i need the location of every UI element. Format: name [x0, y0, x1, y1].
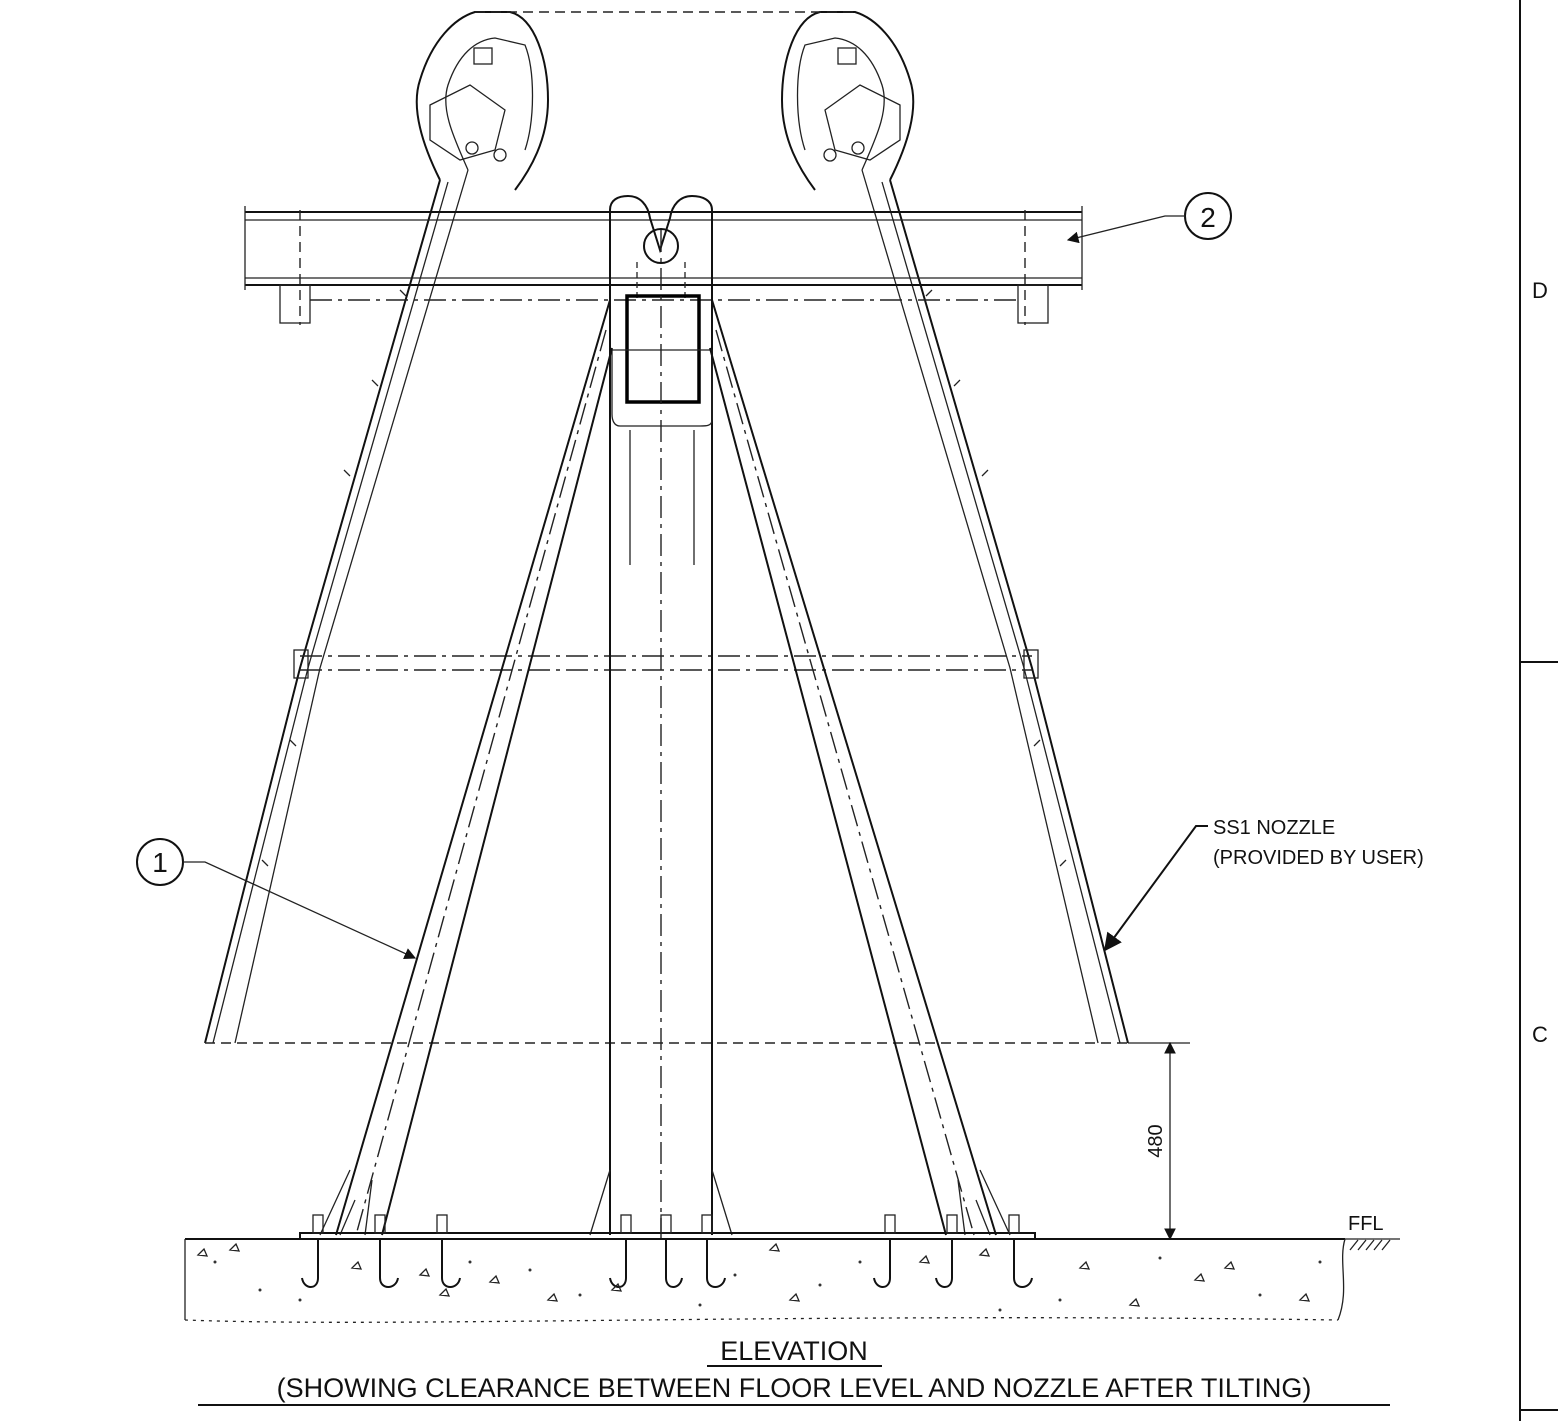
trunnion-beam	[244, 206, 1083, 325]
drawing-title: ELEVATION	[720, 1336, 868, 1366]
top-swivel-right	[780, 11, 915, 191]
nozzle-callout-leader	[1103, 825, 1208, 952]
item-balloon-1	[136, 838, 417, 959]
item-balloon-2-number: 2	[1200, 202, 1216, 233]
ffl-marker	[1345, 1238, 1400, 1251]
clearance-dimension	[1128, 1041, 1190, 1241]
ffl-label: FFL	[1348, 1213, 1384, 1235]
nozzle-callout-line1: SS1 NOZZLE	[1213, 817, 1335, 839]
sheet-border	[1519, 0, 1558, 1421]
nozzle-outline	[204, 169, 1129, 1044]
support-column	[589, 194, 733, 1240]
support-leg-left	[319, 299, 613, 1236]
anchor-bolts	[301, 1214, 1033, 1288]
zone-label-c: C	[1532, 1022, 1548, 1047]
support-leg-right	[709, 299, 1011, 1236]
item-balloon-1-number: 1	[152, 847, 168, 878]
item-balloon-2	[1066, 192, 1232, 244]
zone-label-d: D	[1532, 278, 1548, 303]
concrete-foundation	[184, 1238, 1346, 1323]
drawing-subtitle: (SHOWING CLEARANCE BETWEEN FLOOR LEVEL A…	[277, 1373, 1312, 1403]
nozzle-callout-line2: (PROVIDED BY USER)	[1213, 847, 1424, 869]
clearance-value: 480	[1145, 1124, 1167, 1157]
top-swivel-left	[415, 11, 550, 191]
